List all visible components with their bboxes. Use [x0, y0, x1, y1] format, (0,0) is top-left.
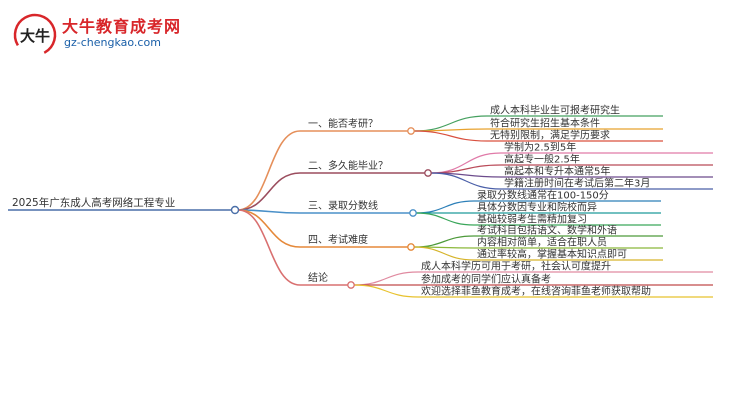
leaf-label: 考试科目包括语文、数学和外语 — [477, 224, 617, 237]
leaf-label: 符合研究生招生基本条件 — [490, 117, 600, 130]
branch-connector — [237, 172, 301, 211]
leaf-connector — [353, 271, 419, 286]
leaf-label: 参加成考的同学们应认真备考 — [421, 273, 551, 286]
leaf-label: 内容相对简单，适合在职人员 — [477, 236, 607, 249]
root-node-dot — [230, 205, 240, 215]
leaf-label: 具体分数因专业和院校而异 — [477, 201, 597, 214]
leaf-label: 通过率较高，掌握基本知识点即可 — [477, 248, 627, 261]
svg-text:大牛: 大牛 — [20, 27, 50, 45]
branch-label-5: 结论 — [308, 271, 328, 284]
leaf-label: 基础较弱考生需精加复习 — [477, 213, 587, 226]
root-topic: 2025年广东成人高考网络工程专业 — [12, 196, 175, 209]
leaf-connector — [413, 130, 488, 142]
branch-node-dot — [347, 281, 355, 289]
branch-label-2: 二、多久能毕业？ — [308, 159, 388, 172]
leaf-label: 学籍注册时间在考试后第二年3月 — [504, 177, 650, 190]
mind-map-edges — [8, 115, 713, 298]
leaf-label: 成人本科毕业生可报考研究生 — [490, 104, 620, 117]
leaf-connector — [353, 284, 419, 298]
leaf-connector — [430, 152, 502, 174]
branch-node-dot — [407, 127, 415, 135]
logo-mark-icon: 大牛 — [13, 13, 57, 57]
leaf-connector — [415, 212, 475, 226]
leaf-label: 录取分数线通常在100-150分 — [477, 189, 609, 202]
leaf-label: 欢迎选择菲鱼教育成考，在线咨询菲鱼老师获取帮助 — [421, 285, 651, 298]
leaf-connector — [413, 246, 475, 261]
leaf-label: 高起专一般2.5年 — [504, 153, 580, 166]
branch-label-3: 三、录取分数线 — [308, 199, 378, 212]
branch-connector — [237, 209, 301, 286]
leaf-label: 成人本科学历可用于考研，社会认可度提升 — [421, 260, 611, 273]
leaf-connector — [430, 172, 502, 190]
branch-label-1: 一、能否考研？ — [308, 117, 378, 130]
branch-label-4: 四、考试难度 — [308, 233, 368, 246]
branch-node-dot — [424, 169, 432, 177]
leaf-label: 无特别限制，满足学历要求 — [490, 129, 610, 142]
leaf-connector — [415, 200, 475, 214]
leaf-label: 学制为2.5到5年 — [504, 141, 576, 154]
leaf-label: 高起本和专升本通常5年 — [504, 165, 610, 178]
branch-connector — [237, 209, 301, 248]
branch-node-dot — [407, 243, 415, 251]
brand-url: gz-chengkao.com — [64, 36, 161, 49]
brand-name: 大牛教育成考网 — [62, 17, 182, 36]
leaf-connector — [413, 235, 475, 248]
branch-connector — [237, 130, 301, 211]
branch-node-dot — [409, 209, 417, 217]
brand-logo: 大牛 大牛教育成考网 gz-chengkao.com — [12, 12, 187, 58]
mind-map-nodes: 2025年广东成人高考网络工程专业 一、能否考研？ 成人本科毕业生可报考研究生符合研… — [12, 104, 651, 298]
